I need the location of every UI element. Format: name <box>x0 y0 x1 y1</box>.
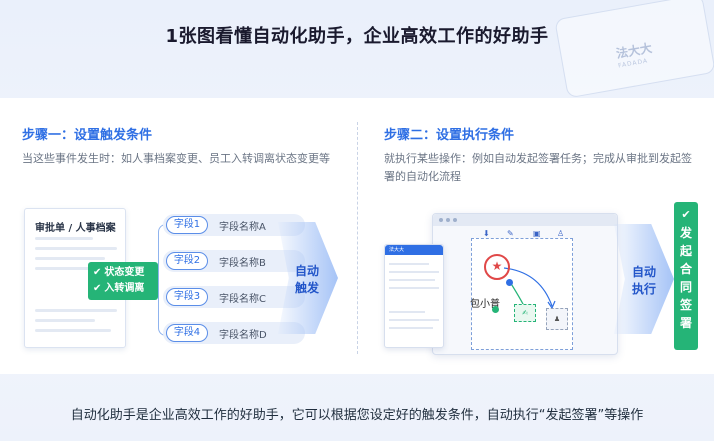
contract-thumbnail: 法大大 <box>384 244 444 348</box>
person-icon: ♙ <box>557 229 565 238</box>
doc-line <box>389 271 439 273</box>
check-icon: ✔ <box>93 267 102 278</box>
doc-line <box>35 267 117 270</box>
signature-text: 包小普 <box>470 299 500 310</box>
doc-line <box>389 279 435 281</box>
footer-description: 自动化助手是企业高效工作的好助手，它可以根据您设定好的触发条件，自动执行“发起签… <box>70 408 644 423</box>
step1-title: 步骤一：设置触发条件 <box>22 128 153 143</box>
field-pill: 字段4 <box>166 324 208 342</box>
thumbnail-header: 法大大 <box>385 245 443 255</box>
tag-label: 状态变更 <box>104 267 145 278</box>
field-row: 字段1 字段名称A <box>163 214 308 236</box>
doc-line <box>389 327 433 329</box>
tag-label: 入转调离 <box>104 283 145 294</box>
doc-line <box>389 287 439 289</box>
check-icon: ✔ <box>681 208 691 221</box>
company-seal-icon: ★ <box>484 254 510 280</box>
thumbnail-title: 法大大 <box>389 247 405 253</box>
field-label: 字段名称A <box>219 222 266 233</box>
doc-line <box>389 311 425 313</box>
field-label: 字段名称B <box>219 258 266 269</box>
doc-line <box>389 263 429 265</box>
step2-title: 步骤二：设置执行条件 <box>384 128 515 143</box>
signing-screen: ⬇ ✎ ▣ ♙ <box>432 213 618 355</box>
doc-line <box>35 309 117 312</box>
stamp-icon: ▣ <box>533 229 541 238</box>
field-pill: 字段1 <box>166 216 208 234</box>
anchor-dot <box>492 306 499 313</box>
doc-line <box>389 319 439 321</box>
field-bracket <box>158 224 172 336</box>
auto-trigger-label: 自动触发 <box>294 264 319 295</box>
window-dot <box>439 218 443 222</box>
doc-line <box>35 247 117 250</box>
step1-description: 当这些事件发生时：如人事档案变更、员工入转调离状态变更等 <box>22 152 330 165</box>
field-row: 字段4 字段名称D <box>163 322 308 344</box>
field-row: 字段3 字段名称C <box>163 286 308 308</box>
initiate-signing-result: ✔ 发起合同签署 <box>674 202 698 350</box>
signer-field-icon: ♟ <box>546 308 568 330</box>
window-dot <box>446 218 450 222</box>
window-dot <box>453 218 457 222</box>
field-pill: 字段3 <box>166 288 208 306</box>
anchor-dot <box>506 279 513 286</box>
step2-description: 就执行某些操作：例如自动发起签署任务；完成从审批到发起签署的自动化流程 <box>384 152 692 183</box>
doc-line <box>35 329 111 332</box>
field-row: 字段2 字段名称B <box>163 250 308 272</box>
trigger-tags: ✔状态变更 ✔入转调离 <box>88 262 158 300</box>
column-divider <box>357 122 358 354</box>
field-pill: 字段2 <box>166 252 208 270</box>
pen-icon: ✎ <box>507 229 514 238</box>
tag-status-change: ✔状态变更 <box>93 265 153 281</box>
document-title: 审批单 / 人事档案 <box>35 223 116 234</box>
doc-line <box>35 237 93 240</box>
result-label: 发起合同签署 <box>679 226 692 330</box>
check-icon: ✔ <box>93 283 102 294</box>
download-icon: ⬇ <box>483 229 490 238</box>
auto-execute-label: 自动执行 <box>631 265 656 296</box>
window-bar <box>433 214 617 226</box>
field-label: 字段名称D <box>219 330 267 341</box>
page-title: 1张图看懂自动化助手，企业高效工作的好助手 <box>165 26 549 47</box>
tag-onboard-transfer: ✔入转调离 <box>93 281 153 297</box>
doc-line <box>35 319 95 322</box>
field-label: 字段名称C <box>219 294 266 305</box>
doc-line <box>35 257 105 260</box>
signature-field-icon: ✍ <box>514 304 536 322</box>
